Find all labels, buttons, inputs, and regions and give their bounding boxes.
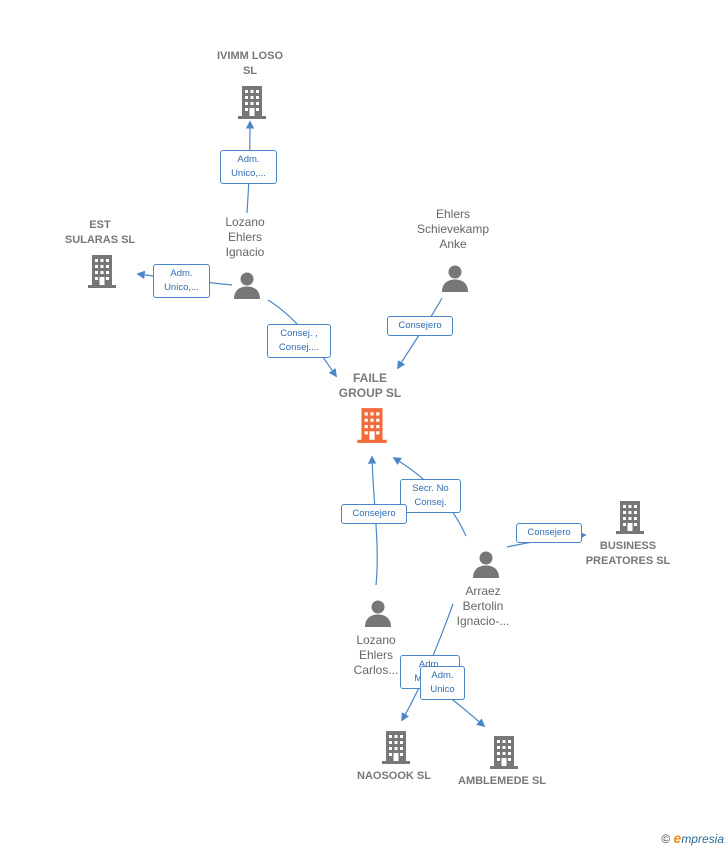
- person-icon-arraez[interactable]: [471, 549, 501, 584]
- edge-label-e6[interactable]: Consejero: [341, 504, 407, 524]
- node-label-lozano-carlos[interactable]: Lozano Ehlers Carlos...: [353, 633, 399, 677]
- node-label-est[interactable]: EST SULARAS SL: [64, 219, 136, 246]
- building-icon-est[interactable]: [86, 253, 118, 294]
- building-icon-amblemede[interactable]: [488, 734, 520, 775]
- node-label-ivimm[interactable]: IVIMM LOSO SL: [217, 50, 283, 77]
- edge-label-e7[interactable]: Consejero: [516, 523, 582, 543]
- person-icon-ehlers-anke[interactable]: [440, 263, 470, 298]
- edge-label-e5[interactable]: Secr. No Consej.: [400, 479, 461, 513]
- node-label-amblemede[interactable]: AMBLEMEDE SL: [458, 775, 546, 787]
- edge-label-e3[interactable]: Consej. , Consej....: [267, 324, 331, 358]
- edge-label-e2[interactable]: Adm. Unico,...: [153, 264, 210, 298]
- building-icon-naosook[interactable]: [380, 729, 412, 770]
- copyright-symbol: ©: [661, 832, 671, 846]
- person-icon-lozano-ignacio[interactable]: [232, 270, 262, 305]
- building-icon-ivimm[interactable]: [236, 84, 268, 125]
- brand-name: mpresia: [681, 832, 724, 846]
- person-icon-lozano-carlos[interactable]: [363, 598, 393, 633]
- edge-label-e9[interactable]: Adm. Unico: [420, 666, 465, 700]
- node-label-business[interactable]: BUSINESS PREATORES SL: [585, 540, 671, 567]
- node-label-arraez[interactable]: Arraez Bertolin Ignacio-...: [456, 584, 510, 628]
- node-label-faile[interactable]: FAILE GROUP SL: [338, 371, 402, 400]
- brand-e: e: [673, 830, 682, 846]
- edge-label-e4[interactable]: Consejero: [387, 316, 453, 336]
- building-icon-business[interactable]: [614, 499, 646, 540]
- building-icon-faile[interactable]: [355, 406, 389, 449]
- node-label-lozano-ignacio[interactable]: Lozano Ehlers Ignacio: [225, 215, 265, 259]
- node-label-naosook[interactable]: NAOSOOK SL: [357, 770, 431, 782]
- node-label-ehlers-anke[interactable]: Ehlers Schievekamp Anke: [416, 207, 490, 251]
- empresia-logo[interactable]: © empresia: [661, 830, 724, 846]
- edge-label-e1[interactable]: Adm. Unico,...: [220, 150, 277, 184]
